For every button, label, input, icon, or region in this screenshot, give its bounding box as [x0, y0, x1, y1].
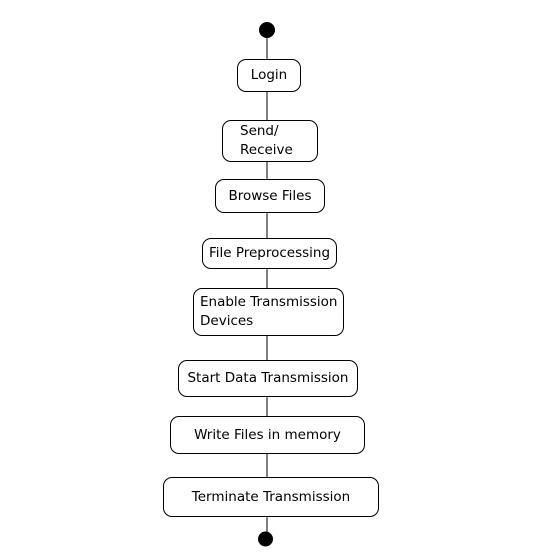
step-label: Browse Files	[228, 187, 312, 204]
step-write-files-in-memory: Write Files in memory	[170, 416, 365, 454]
step-label: Terminate Transmission	[191, 488, 351, 505]
step-start-data-transmission: Start Data Transmission	[178, 360, 358, 397]
step-label: Send/ Receive	[240, 123, 293, 158]
end-node	[258, 531, 273, 547]
step-file-preprocessing: File Preprocessing	[202, 238, 337, 269]
step-enable-transmission-devices: Enable Transmission Devices	[193, 288, 344, 336]
step-label: Enable Transmission Devices	[200, 294, 338, 329]
step-send-receive: Send/ Receive	[222, 120, 318, 162]
step-terminate-transmission: Terminate Transmission	[163, 477, 379, 517]
step-login: Login	[237, 59, 301, 92]
step-label: File Preprocessing	[208, 245, 331, 261]
step-label: Write Files in memory	[194, 426, 341, 443]
step-label: Start Data Transmission	[187, 370, 349, 386]
start-node	[259, 22, 275, 38]
step-browse-files: Browse Files	[215, 179, 325, 213]
step-label: Login	[250, 67, 288, 83]
